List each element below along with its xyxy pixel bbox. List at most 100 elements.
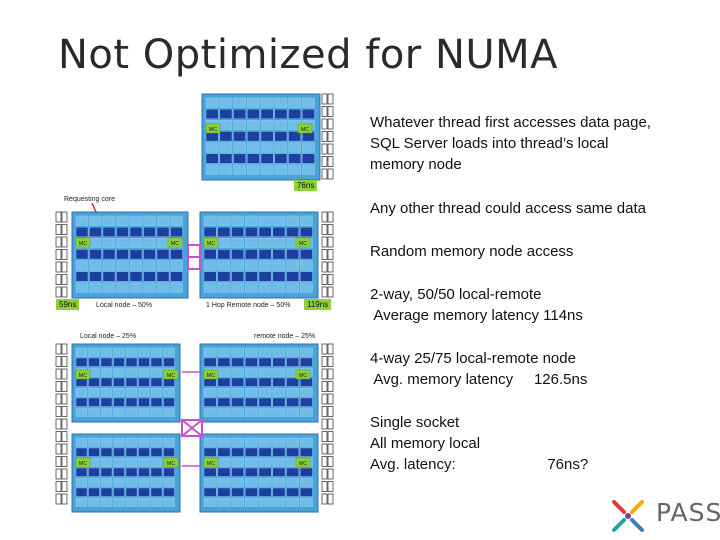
dimm-module [321, 261, 328, 273]
memory-controller-label: MC [207, 461, 216, 467]
core-cell [113, 487, 125, 497]
core-cell [219, 164, 233, 175]
core-cell [286, 282, 299, 293]
dimm-module [55, 274, 62, 285]
dimm-module [327, 93, 334, 105]
core-cell [75, 226, 89, 237]
core-cell [150, 497, 163, 507]
dimm-module [61, 274, 68, 285]
core-cell [231, 215, 244, 226]
core-cell [88, 397, 100, 407]
core-cell [245, 397, 258, 407]
core-cell [138, 497, 150, 507]
dimm-module [327, 381, 334, 392]
dimm-module [55, 418, 62, 430]
dimm-module [321, 418, 328, 430]
core-cell [260, 120, 274, 131]
core-cell [233, 131, 246, 142]
core-cell [125, 467, 138, 477]
core-cell [156, 260, 170, 271]
core-cell [89, 249, 102, 260]
core-cell [217, 477, 231, 487]
core-cell [125, 357, 138, 367]
dimm-module [321, 343, 328, 355]
core-cell [286, 477, 299, 487]
dimm-module [327, 168, 334, 180]
core-cell [231, 457, 244, 467]
core-cell [143, 282, 156, 293]
core-cell [272, 497, 286, 507]
core-cell [163, 357, 175, 367]
dimm-module [321, 481, 328, 492]
memory-controller-label: MC [299, 241, 308, 247]
dimm-module [61, 468, 68, 480]
core-cell [302, 153, 315, 164]
core-cell [156, 226, 170, 237]
core-cell [272, 347, 286, 357]
core-cell [163, 437, 175, 447]
core-cell [231, 447, 244, 457]
core-cell [245, 467, 258, 477]
core-cell [163, 377, 175, 387]
core-cell [233, 108, 246, 119]
core-cell [300, 260, 313, 271]
core-cell [258, 487, 272, 497]
core-cell [125, 487, 138, 497]
memory-controller-label: MC [79, 461, 88, 467]
core-cell [113, 457, 125, 467]
dimm-module [327, 261, 334, 273]
core-cell [219, 97, 233, 108]
memory-controller [297, 123, 313, 134]
core-cell [219, 108, 233, 119]
core-cell [138, 347, 150, 357]
dimm-module [321, 356, 328, 367]
core-cell [231, 487, 244, 497]
dimm-module [61, 286, 68, 298]
core-cell [247, 142, 260, 153]
core-cell [286, 260, 299, 271]
core-cell [102, 282, 116, 293]
core-cell [247, 153, 260, 164]
core-cell [219, 142, 233, 153]
core-cell [143, 215, 156, 226]
core-cell [150, 477, 163, 487]
core-cell [150, 487, 163, 497]
core-cell [300, 226, 313, 237]
core-cell [300, 437, 313, 447]
core-cell [217, 367, 231, 377]
dimm-module [61, 418, 68, 430]
core-cell [286, 387, 299, 397]
memory-controller [75, 369, 91, 380]
core-cell [125, 447, 138, 457]
dimm-module [327, 224, 334, 235]
core-cell [300, 487, 313, 497]
dimm-module [61, 393, 68, 405]
core-cell [100, 467, 113, 477]
core-cell [113, 357, 125, 367]
core-cell [217, 357, 231, 367]
core-cell [258, 226, 272, 237]
core-cell [163, 407, 175, 417]
core-cell [163, 467, 175, 477]
core-cell [138, 397, 150, 407]
core-cell [88, 477, 100, 487]
dimm-module [327, 456, 334, 467]
core-cell [100, 357, 113, 367]
core-cell [203, 215, 217, 226]
memory-controller [205, 123, 221, 134]
core-cell [260, 164, 274, 175]
core-cell [288, 131, 301, 142]
dimm-module [321, 468, 328, 480]
core-cell [75, 249, 89, 260]
dimm-module [327, 431, 334, 442]
core-cell [274, 153, 288, 164]
core-cell [245, 447, 258, 457]
core-cell [203, 260, 217, 271]
core-cell [150, 397, 163, 407]
dimm-module [327, 274, 334, 285]
core-cell [205, 97, 219, 108]
core-cell [300, 397, 313, 407]
core-cell [286, 347, 299, 357]
core-cell [258, 467, 272, 477]
